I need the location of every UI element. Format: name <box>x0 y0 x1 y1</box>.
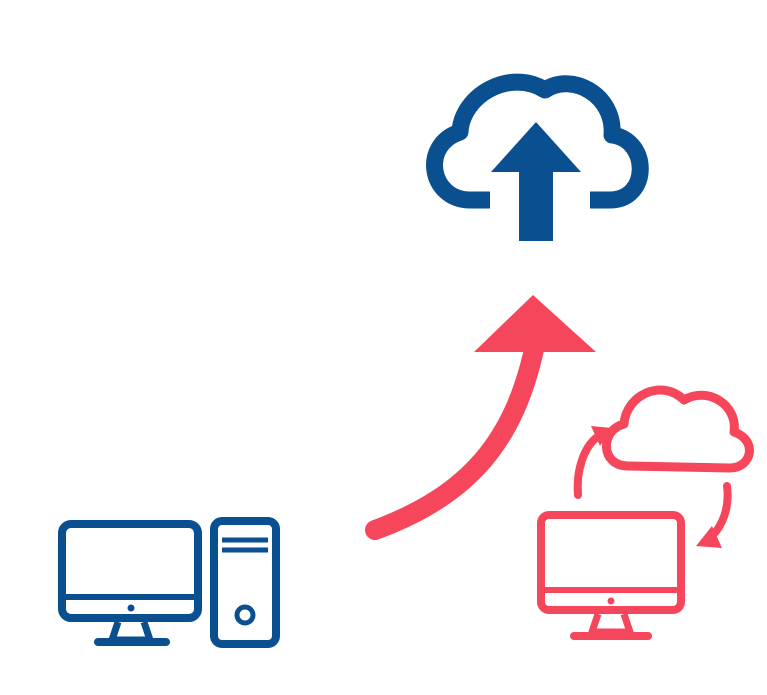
monitor-frame <box>58 520 202 622</box>
migration-arrow-shaft <box>365 335 545 540</box>
sync-cloud-outline <box>602 385 754 473</box>
sync-monitor-stand <box>588 612 634 636</box>
computer-tower <box>210 517 280 648</box>
sync-arrow-down-head <box>696 526 722 548</box>
upload-arrow <box>491 122 581 241</box>
sync-arrow-down-shaft <box>708 482 732 540</box>
monitor-stand <box>108 620 154 644</box>
migration-arrow-icon <box>365 295 596 540</box>
monitor-power-dot <box>127 604 135 612</box>
sync-monitor-frame <box>537 511 685 614</box>
cloud-sync-icon <box>537 385 754 640</box>
desktop-computer-icon <box>58 517 280 648</box>
tower-power-button <box>234 604 256 626</box>
cloud-outline <box>426 73 649 209</box>
sync-arrow-up-shaft <box>573 434 600 499</box>
migration-arrow-head <box>474 295 596 352</box>
sync-monitor-power-dot <box>607 597 615 605</box>
cloud-upload-icon <box>426 73 649 241</box>
sync-arrow-up-head <box>591 426 612 446</box>
